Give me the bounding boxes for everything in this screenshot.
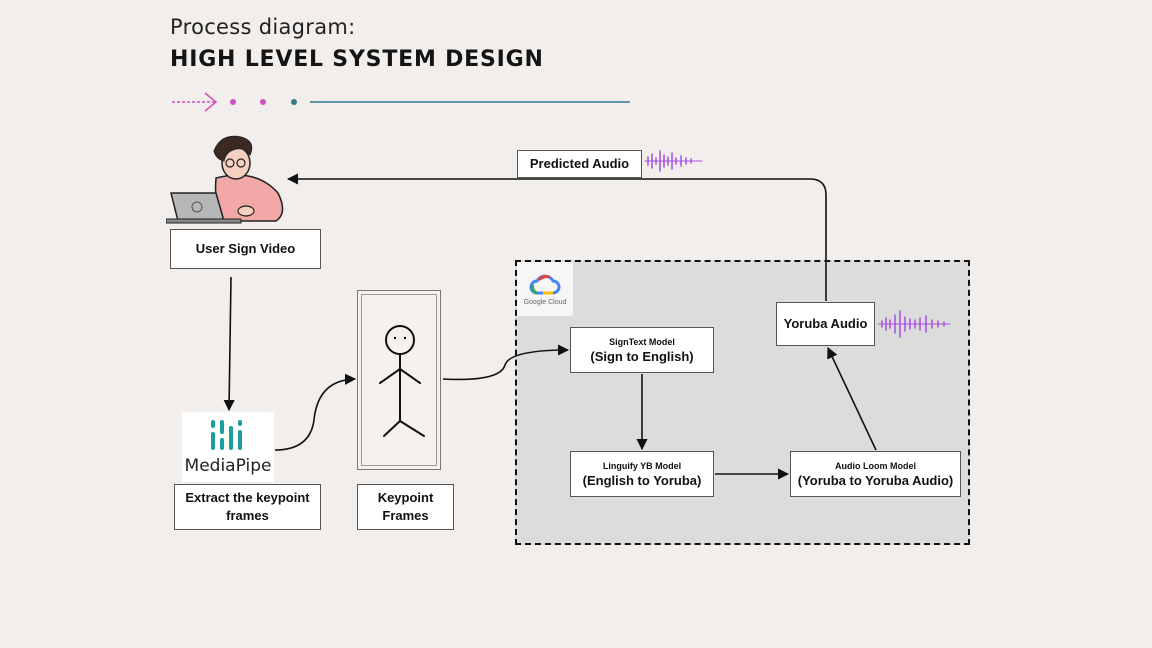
predicted-audio-box: Predicted Audio [517,150,642,178]
diagram-title: HIGH LEVEL SYSTEM DESIGN [170,47,544,72]
extract-keypoints-box: Extract the keypoint frames [174,484,321,530]
google-cloud-region [515,260,970,545]
signtext-model-box: SignText Model (Sign to English) [570,327,714,373]
predicted-audio-label: Predicted Audio [529,156,630,171]
yoruba-audio-box: Yoruba Audio [776,302,875,346]
diagram-subtitle: Process diagram: [170,15,356,39]
arrow-mediapipe-to-frames [274,373,357,451]
google-cloud-label: Google Cloud [523,298,567,306]
google-cloud-icon [529,274,561,294]
audioloom-model-subtitle: (Yoruba to Yoruba Audio) [797,472,954,488]
mediapipe-icon [211,420,242,450]
keypoint-frames-box: Keypoint Frames [357,484,454,530]
user-sign-video-label: User Sign Video [195,241,296,256]
user-laptop-illustration [166,135,284,224]
mediapipe-label: MediaPipe [184,456,272,476]
linguify-model-title: Linguify YB Model [602,460,682,471]
keypoint-frame-illustration [357,290,441,470]
yoruba-audio-label: Yoruba Audio [783,316,868,331]
waveform-icon [644,150,703,172]
divider-arrow-icon [172,92,218,112]
divider-dot [260,99,266,105]
arrow-video-to-mediapipe [223,276,235,412]
extract-keypoints-label: Extract the keypoint frames [185,490,310,523]
divider-dot [291,99,297,105]
divider-dot [230,99,236,105]
audioloom-model-title: Audio Loom Model [835,460,916,471]
audioloom-model-box: Audio Loom Model (Yoruba to Yoruba Audio… [790,451,961,497]
google-cloud-logo: Google Cloud [517,262,573,316]
linguify-model-subtitle: (English to Yoruba) [582,472,702,488]
signtext-model-title: SignText Model [609,336,675,347]
signtext-model-subtitle: (Sign to English) [590,348,694,364]
stick-figure-icon [379,325,425,437]
user-sign-video-box: User Sign Video [170,229,321,269]
keypoint-frames-label: Keypoint Frames [377,490,434,523]
mediapipe-logo: MediaPipe [182,412,274,482]
linguify-model-box: Linguify YB Model (English to Yoruba) [570,451,714,497]
